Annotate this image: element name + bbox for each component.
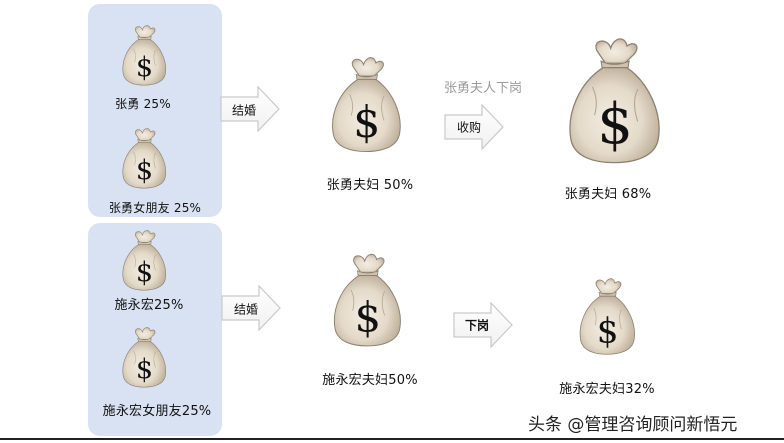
- money-bag-icon: [118, 20, 170, 90]
- money-bag-icon: [327, 242, 407, 357]
- watermark-text: 头条 @管理咨询顾问新悟元: [528, 415, 738, 435]
- money-bag-icon: [118, 123, 170, 193]
- money-bag-icon: [560, 24, 668, 176]
- arrow-label-marry: 结婚: [233, 302, 259, 317]
- money-bag-icon: [325, 45, 407, 163]
- person-label-shiyonghong: 施永宏25%: [114, 298, 184, 313]
- person-label-shiyonghong-girlfriend: 施永宏女朋友25%: [102, 404, 212, 419]
- person-label-zhangyong: 张勇 25%: [115, 97, 171, 111]
- person-label-zhangyong-girlfriend: 张勇女朋友 25%: [108, 201, 202, 215]
- money-bag-icon: [118, 322, 170, 392]
- arrow-label-acquire: 收购: [456, 120, 482, 135]
- money-bag-icon: [118, 225, 170, 295]
- result-label-shiyonghong: 施永宏夫妇32%: [559, 382, 655, 397]
- couple-label-zhangyong: 张勇夫妇 50%: [326, 178, 414, 193]
- couple-label-shiyonghong: 施永宏夫妇50%: [322, 373, 418, 388]
- arrow-label-marry: 结婚: [231, 103, 257, 118]
- arrow-label-layoff: 下岗: [464, 318, 490, 333]
- result-label-zhangyong: 张勇夫妇 68%: [564, 187, 652, 202]
- event-note-layoff: 张勇夫人下岗: [444, 81, 523, 96]
- money-bag-icon: [574, 268, 640, 364]
- bottom-divider: [0, 438, 784, 440]
